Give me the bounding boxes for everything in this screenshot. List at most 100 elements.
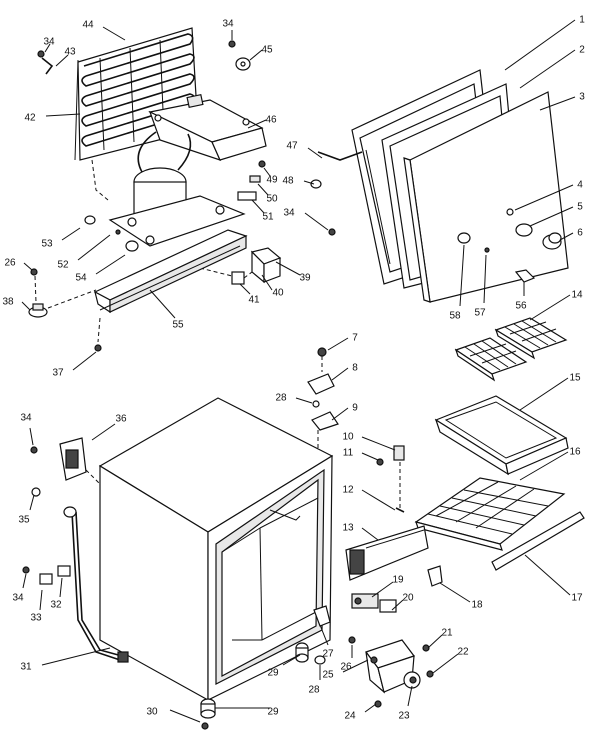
bracket-46 bbox=[148, 93, 267, 161]
leader-line-c44 bbox=[102, 26, 126, 41]
leader-line-c34e bbox=[22, 573, 27, 589]
strip-17 bbox=[491, 511, 585, 571]
leader-line-c51 bbox=[251, 199, 265, 214]
callout-c5: 5 bbox=[577, 202, 583, 213]
callout-c28a: 28 bbox=[275, 393, 287, 404]
leader-line-c24 bbox=[364, 703, 377, 713]
leader-line-c46 bbox=[247, 119, 267, 129]
callout-c28b: 28 bbox=[308, 685, 320, 696]
callout-c49: 49 bbox=[266, 175, 278, 186]
part-51 bbox=[237, 191, 257, 201]
callout-c16: 16 bbox=[569, 447, 581, 458]
leader-line-c49 bbox=[263, 167, 271, 177]
base-rail-55 bbox=[93, 229, 248, 314]
control-panel-13 bbox=[345, 525, 429, 581]
callout-c24: 24 bbox=[344, 711, 356, 722]
callout-c47: 47 bbox=[286, 141, 298, 152]
leader-line-c15 bbox=[519, 377, 569, 411]
cabinet bbox=[98, 397, 334, 702]
rod-47 bbox=[317, 151, 363, 161]
door-panel bbox=[403, 91, 569, 303]
power-cord-31 bbox=[63, 506, 129, 663]
callout-c51: 51 bbox=[262, 212, 274, 223]
leader-line-c31 bbox=[41, 647, 111, 666]
part-10 bbox=[393, 445, 405, 461]
screw-22 bbox=[426, 670, 434, 678]
grommet-45-hole bbox=[240, 61, 246, 67]
callout-c34d: 34 bbox=[20, 413, 32, 424]
callout-c36: 36 bbox=[115, 414, 127, 425]
screw-34-top bbox=[228, 40, 236, 48]
bracket-36 bbox=[59, 437, 87, 481]
screw-4 bbox=[506, 208, 514, 216]
leader-line-c22 bbox=[432, 653, 459, 674]
foot-29-right bbox=[295, 642, 309, 663]
shelf-16 bbox=[414, 477, 566, 551]
leader-line-c29a bbox=[282, 654, 301, 666]
callout-c39: 39 bbox=[299, 273, 311, 284]
leader-line-c34c bbox=[304, 212, 329, 231]
leader-line-c41 bbox=[239, 283, 251, 295]
callout-c34e: 34 bbox=[12, 593, 24, 604]
screw-57 bbox=[484, 247, 490, 253]
clip-52 bbox=[115, 229, 121, 235]
relay-39 bbox=[250, 247, 282, 284]
callout-c8: 8 bbox=[352, 363, 358, 374]
leader-line-c17 bbox=[524, 554, 571, 596]
bracket-27 bbox=[313, 605, 331, 627]
hinge-56 bbox=[514, 269, 536, 283]
callout-c29a: 29 bbox=[267, 668, 279, 679]
leader-line-c55 bbox=[149, 289, 176, 319]
callout-c19: 19 bbox=[392, 575, 404, 586]
leader-line-c13 bbox=[361, 527, 379, 541]
callout-c17: 17 bbox=[571, 593, 583, 604]
leader-line-c52 bbox=[77, 234, 111, 261]
callout-c43: 43 bbox=[64, 47, 76, 58]
callout-c40: 40 bbox=[272, 288, 284, 299]
hinge-8 bbox=[307, 373, 335, 395]
grommet-53 bbox=[84, 215, 96, 225]
callout-c33: 33 bbox=[30, 613, 42, 624]
leader-line-c33 bbox=[39, 589, 43, 611]
screw-34-left bbox=[30, 446, 38, 454]
callout-c26b: 26 bbox=[340, 662, 352, 673]
leader-line-c3 bbox=[539, 96, 576, 111]
ice-tray-upper bbox=[494, 317, 568, 360]
leader-line-c27 bbox=[319, 624, 329, 646]
callout-c50: 50 bbox=[266, 194, 278, 205]
callout-c34b: 34 bbox=[43, 37, 55, 48]
screw-26-top bbox=[30, 268, 38, 276]
leader-line-c21 bbox=[427, 634, 443, 649]
callout-c31: 31 bbox=[20, 662, 32, 673]
leveler-38 bbox=[28, 303, 48, 318]
callout-c34c: 34 bbox=[283, 208, 295, 219]
leader-line-c5 bbox=[529, 206, 574, 227]
washer-28-bottom bbox=[314, 655, 326, 665]
screw-34-door bbox=[328, 228, 336, 236]
leader-line-c45 bbox=[249, 49, 263, 61]
hinge-9 bbox=[311, 411, 339, 431]
cap-5 bbox=[515, 223, 533, 237]
leader-line-c43 bbox=[55, 54, 69, 67]
grommet-35 bbox=[31, 487, 41, 497]
leader-line-c11 bbox=[361, 452, 379, 461]
leader-line-c2 bbox=[519, 49, 576, 89]
leader-line-c8 bbox=[331, 367, 349, 381]
callout-c58: 58 bbox=[449, 311, 461, 322]
base-plate bbox=[108, 195, 246, 247]
leader-line-c38 bbox=[21, 301, 31, 311]
screw-34-lower bbox=[22, 566, 30, 574]
leader-line-c36 bbox=[91, 423, 116, 441]
callout-c29b: 29 bbox=[267, 707, 279, 718]
callout-c2: 2 bbox=[579, 45, 585, 56]
callout-c25: 25 bbox=[322, 670, 334, 681]
leader-line-c48 bbox=[303, 180, 315, 185]
part-32 bbox=[57, 565, 71, 577]
callout-c26a: 26 bbox=[4, 258, 16, 269]
callout-c37: 37 bbox=[52, 368, 64, 379]
callout-c11: 11 bbox=[343, 448, 354, 459]
leader-line-c30 bbox=[169, 709, 201, 723]
knob-23 bbox=[403, 671, 421, 689]
leader-line-c40 bbox=[261, 274, 273, 291]
leader-line-c9 bbox=[331, 407, 349, 421]
